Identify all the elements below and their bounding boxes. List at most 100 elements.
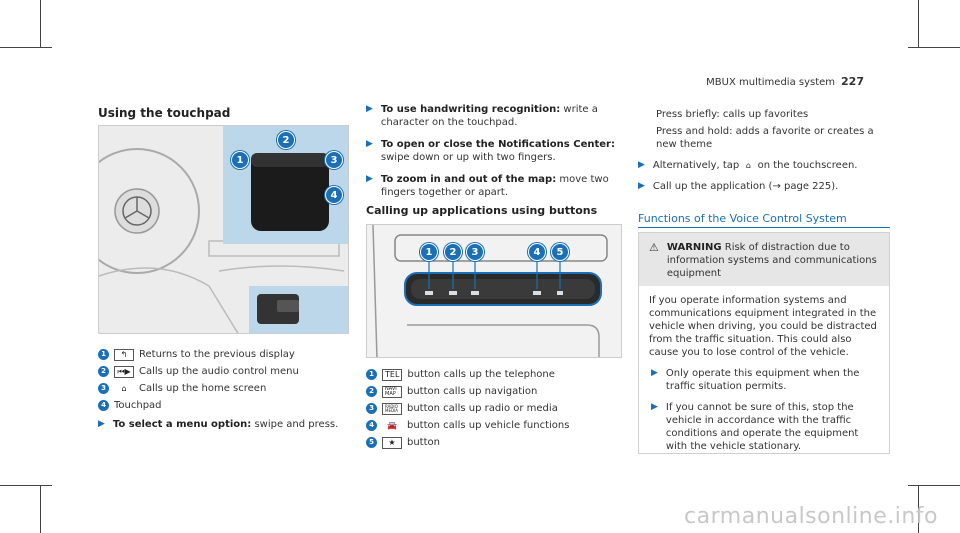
subheading: Calling up applications using buttons bbox=[366, 204, 598, 217]
page-header-title: MBUX multimedia system bbox=[706, 77, 836, 88]
touchpad-figure: 1 2 3 4 bbox=[98, 125, 349, 334]
back-arrow-icon: ↰ bbox=[114, 348, 134, 361]
voice-control-section-title: Functions of the Voice Control System bbox=[638, 212, 890, 228]
legend-text: button calls up radio or media bbox=[407, 403, 558, 414]
warning-paragraph: If you operate information systems and c… bbox=[649, 295, 877, 358]
legend-item: 5 ★ button bbox=[366, 434, 622, 451]
crop-mark bbox=[40, 485, 41, 533]
home-icon: ⌂ bbox=[745, 161, 751, 170]
legend-number: 1 bbox=[98, 349, 109, 360]
legend-item: 4 🚘 button calls up vehicle functions bbox=[366, 417, 622, 434]
touchpad-legend: 1 ↰ Returns to the previous display 2 ⏮▶… bbox=[98, 346, 349, 414]
legend-text: button calls up the telephone bbox=[407, 369, 555, 380]
callup-item: ▶ Call up the application (→ page 225). bbox=[638, 180, 890, 193]
skip-play-icon: ⏮▶ bbox=[114, 365, 134, 378]
arrow-right-icon: ▶ bbox=[98, 419, 105, 429]
warning-bullet: ▶ Only operate this equipment when the tr… bbox=[649, 367, 879, 393]
tel-key-icon: TEL bbox=[382, 368, 403, 381]
legend-number: 2 bbox=[98, 366, 109, 377]
press-briefly: Press briefly: calls up favorites bbox=[656, 109, 809, 120]
select-menu-bullet: ▶ To select a menu option: swipe and pres… bbox=[98, 418, 349, 431]
warning-text: Risk of distraction due to information s… bbox=[666, 242, 877, 279]
crop-mark bbox=[0, 485, 52, 486]
bullet-text: swipe and press. bbox=[251, 419, 339, 430]
gesture-item: ▶ To use handwriting recognition: write a… bbox=[366, 103, 622, 129]
warning-bullet-text: If you cannot be sure of this, stop the … bbox=[665, 402, 859, 452]
bullet-bold: To zoom in and out of the map: bbox=[380, 174, 557, 185]
legend-item: 2 NAVI MAP button calls up navigation bbox=[366, 383, 622, 400]
watermark: carmanualsonline.info bbox=[684, 504, 938, 529]
figure-callout: 1 bbox=[231, 151, 249, 169]
legend-text: Returns to the previous display bbox=[139, 349, 295, 360]
callup-text: Call up the application (→ page 225). bbox=[652, 181, 839, 192]
buttons-legend: 1 TEL button calls up the telephone 2 NA… bbox=[366, 366, 622, 451]
figure-callout: 4 bbox=[528, 243, 546, 261]
bullet-bold: To open or close the Notifications Cente… bbox=[380, 139, 615, 150]
alt-prefix: Alternatively, tap bbox=[652, 160, 740, 171]
section-heading: Using the touchpad bbox=[98, 106, 231, 120]
legend-number: 3 bbox=[366, 403, 377, 414]
legend-item: 1 TEL button calls up the telephone bbox=[366, 366, 622, 383]
warning-label: WARNING bbox=[666, 242, 722, 253]
arrow-right-icon: ▶ bbox=[366, 104, 373, 114]
arrow-right-icon: ▶ bbox=[638, 181, 645, 191]
alternative-bullets: ▶ Alternatively, tap ⌂ on the touchscreen… bbox=[638, 159, 890, 193]
bullet-bold: To use handwriting recognition: bbox=[380, 104, 561, 115]
press-hold: Press and hold: adds a favorite or creat… bbox=[656, 126, 874, 150]
legend-item: 3 RADIO MEDIA button calls up radio or m… bbox=[366, 400, 622, 417]
star-key-icon: ★ bbox=[382, 436, 402, 449]
bullet-bold: To select a menu option: bbox=[112, 419, 252, 430]
crop-mark bbox=[0, 47, 52, 48]
vehicle-key-icon: 🚘 bbox=[387, 420, 397, 430]
page-number: 227 bbox=[841, 75, 864, 88]
alt-suffix: on the touchscreen. bbox=[757, 160, 858, 171]
navi-map-key-icon: NAVI MAP bbox=[382, 385, 402, 398]
legend-number: 4 bbox=[366, 420, 377, 431]
bullet-text: write a character on the touchpad. bbox=[380, 104, 598, 128]
arrow-right-icon: ▶ bbox=[366, 174, 373, 184]
gesture-item: ▶To open or close the Notifications Cent… bbox=[366, 138, 622, 164]
cockpit-illustration bbox=[99, 126, 348, 333]
arrow-right-icon: ▶ bbox=[651, 368, 658, 378]
button-strip-illustration bbox=[367, 225, 621, 357]
warning-bullet-text: Only operate this equipment when the tra… bbox=[665, 368, 860, 392]
legend-text: Calls up the audio control menu bbox=[139, 366, 299, 377]
page-header: MBUX multimedia system 227 bbox=[706, 75, 864, 88]
legend-item: 2 ⏮▶ Calls up the audio control menu bbox=[98, 363, 349, 380]
legend-number: 5 bbox=[366, 437, 377, 448]
arrow-right-icon: ▶ bbox=[651, 402, 658, 412]
radio-media-key-icon: RADIO MEDIA bbox=[382, 402, 402, 415]
crop-mark bbox=[908, 47, 960, 48]
legend-item: 1 ↰ Returns to the previous display bbox=[98, 346, 349, 363]
legend-text: Touchpad bbox=[114, 400, 162, 411]
warning-bullet: ▶ If you cannot be sure of this, stop the… bbox=[649, 401, 879, 453]
figure-callout: 2 bbox=[277, 131, 295, 149]
warning-header: ⚠ WARNING Risk of distraction due to inf… bbox=[639, 233, 889, 286]
warning-body: If you operate information systems and c… bbox=[639, 286, 889, 461]
warning-box: ⚠ WARNING Risk of distraction due to inf… bbox=[638, 232, 890, 454]
legend-number: 1 bbox=[366, 369, 377, 380]
crop-mark bbox=[908, 485, 960, 486]
figure-callout: 1 bbox=[420, 243, 438, 261]
bullet-text: swipe down or up with two fingers. bbox=[380, 152, 556, 163]
gesture-bullets: ▶ To use handwriting recognition: write a… bbox=[366, 103, 622, 199]
gesture-item: ▶ To zoom in and out of the map: move two… bbox=[366, 173, 622, 199]
favorites-text: Press briefly: calls up favorites Press … bbox=[656, 108, 888, 151]
legend-number: 3 bbox=[98, 383, 109, 394]
crop-mark bbox=[918, 0, 919, 48]
crop-mark bbox=[40, 0, 41, 48]
legend-item: 4 Touchpad bbox=[98, 397, 349, 414]
legend-text: button calls up vehicle functions bbox=[407, 420, 570, 431]
legend-text: button calls up navigation bbox=[407, 386, 538, 397]
arrow-right-icon: ▶ bbox=[638, 160, 645, 170]
warning-triangle-icon: ⚠ bbox=[649, 241, 659, 254]
figure-callout: 3 bbox=[325, 151, 343, 169]
figure-callout: 5 bbox=[551, 243, 569, 261]
legend-item: 3 ⌂ Calls up the home screen bbox=[98, 380, 349, 397]
buttons-figure: 1 2 3 4 5 bbox=[366, 224, 622, 358]
bullet-text: move two fingers together or apart. bbox=[380, 174, 609, 198]
legend-number: 4 bbox=[98, 400, 109, 411]
legend-number: 2 bbox=[366, 386, 377, 397]
alt-item: ▶ Alternatively, tap ⌂ on the touchscreen… bbox=[638, 159, 890, 172]
figure-callout: 4 bbox=[325, 186, 343, 204]
